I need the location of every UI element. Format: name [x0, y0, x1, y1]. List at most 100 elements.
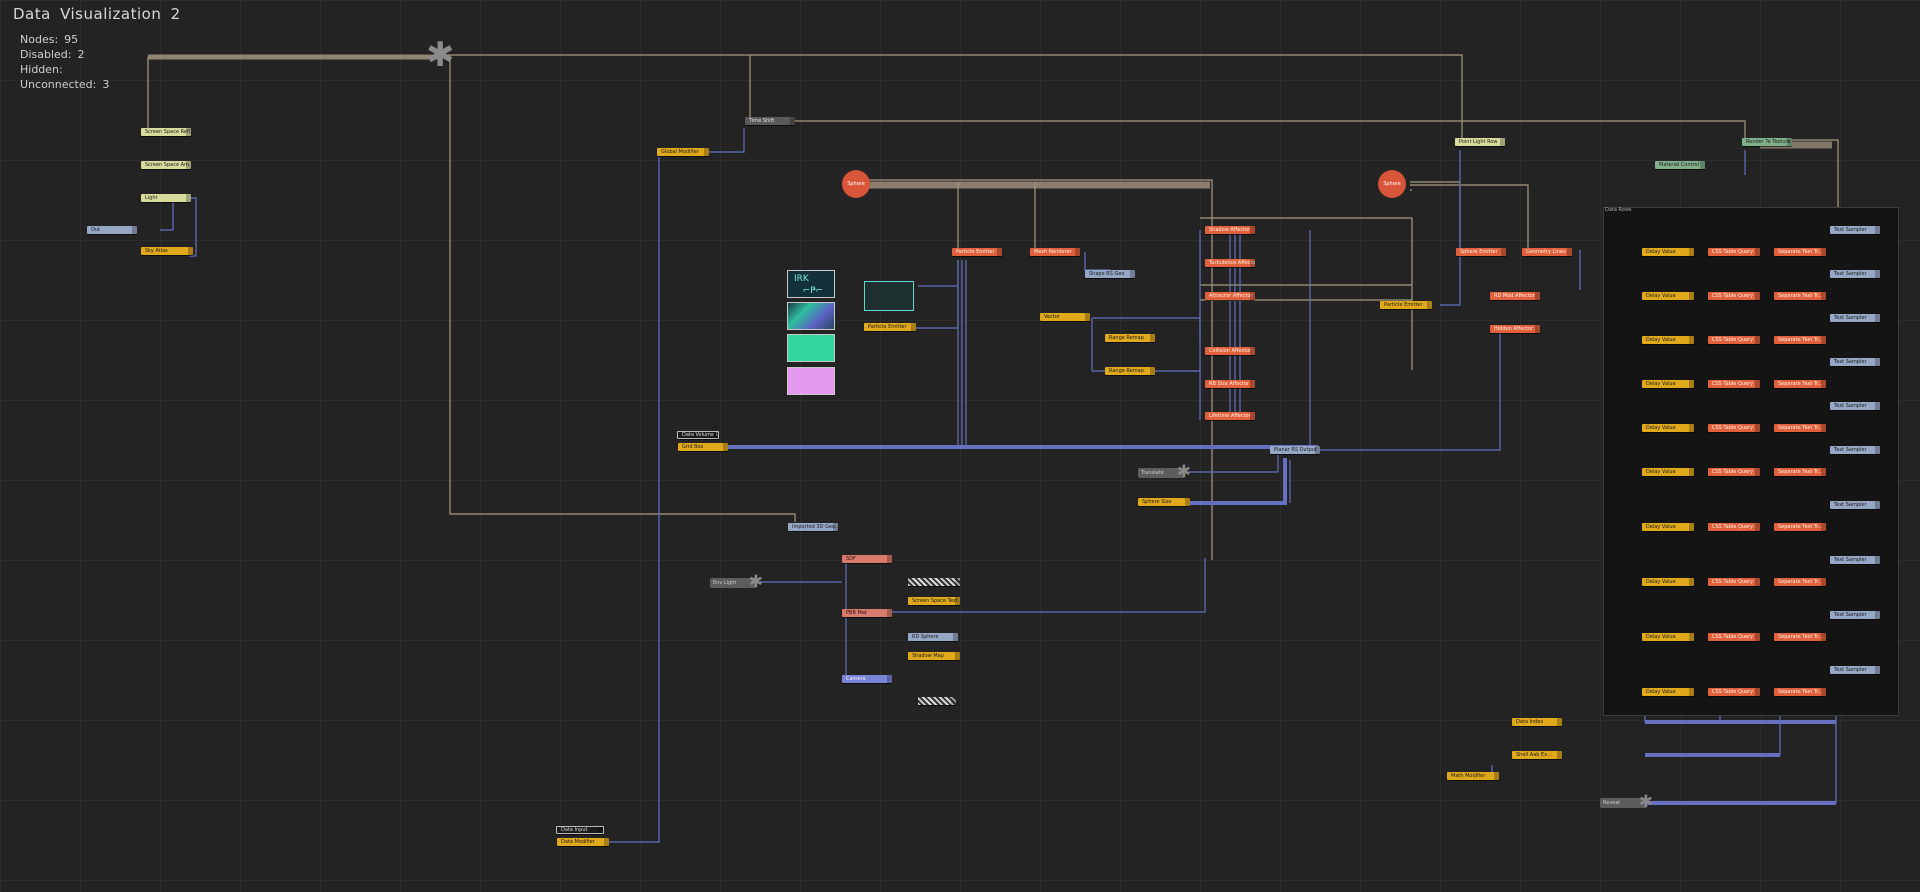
node-css-table-query[interactable]: CSS Table Query [1708, 688, 1760, 696]
node-hidden-affector[interactable]: Hidden Affector [1490, 325, 1540, 333]
node-sky-atlas[interactable]: Sky Atlas [141, 247, 193, 255]
node-particle-emitter[interactable]: Particle Emitter [952, 248, 1002, 256]
node-css-table-query[interactable]: CSS Table Query [1708, 292, 1760, 300]
node-delay-value[interactable]: Delay Value [1642, 380, 1694, 388]
node-vector[interactable]: Vector [1040, 313, 1090, 321]
root-hub-gear-icon[interactable]: ✱ [426, 35, 455, 75]
group-backdrop[interactable] [1603, 207, 1899, 716]
thumbnail-preview-gradient [787, 302, 835, 330]
node-delay-value[interactable]: Delay Value [1642, 688, 1694, 696]
node-delay-value[interactable]: Delay Value [1642, 578, 1694, 586]
node-disabled-hatch-2[interactable] [918, 697, 956, 705]
node-screen-space-refl[interactable]: Screen Space Refl... [141, 128, 191, 136]
node-delay-value[interactable]: Delay Value [1642, 523, 1694, 531]
node-separate-text[interactable]: Separate Text Tr... [1774, 578, 1826, 586]
node-lifetime-affector[interactable]: Lifetime Affector [1205, 412, 1255, 420]
node-range-remap[interactable]: Range Remap [1105, 334, 1155, 342]
node-sdf[interactable]: SDF [842, 555, 892, 563]
node-collision-affector[interactable]: Collision Affector [1205, 347, 1255, 355]
node-light[interactable]: Light [141, 194, 191, 202]
node-translate[interactable]: Translate [1138, 463, 1191, 481]
node-shell-aab[interactable]: Shell Aab Ex... [1512, 751, 1562, 759]
node-point-light-row[interactable]: Point Light Row [1455, 138, 1505, 146]
node-css-table-query[interactable]: CSS Table Query [1708, 380, 1760, 388]
node-separate-text[interactable]: Separate Text Tr... [1774, 633, 1826, 641]
thumbnail-preview-text: IRK ⌐Ҏ⌐ [787, 270, 835, 298]
node-pbr-mat[interactable]: PBR Mat [842, 609, 892, 617]
node-render-to-texture[interactable]: Render To Texture [1742, 138, 1792, 146]
node-grid-label[interactable]: Data Volume Grid [677, 431, 719, 439]
node-geometry-lines[interactable]: Geometry Lines [1522, 248, 1572, 256]
node-sphere-size[interactable]: Sphere Size [1138, 498, 1190, 506]
node-rd-sphere[interactable]: RD Sphere [908, 633, 958, 641]
node-separate-text[interactable]: Separate Text Tr... [1774, 380, 1826, 388]
node-range-remap-2[interactable]: Range Remap [1105, 367, 1155, 375]
node-sphere-1[interactable]: Sphere [842, 170, 870, 198]
stat-label: Nodes: [20, 33, 59, 46]
node-reveal[interactable]: Reveal [1600, 793, 1653, 811]
node-separate-text[interactable]: Separate Text Tr... [1774, 468, 1826, 476]
node-css-table-query[interactable]: CSS Table Query [1708, 523, 1760, 531]
node-shape-rs-geo[interactable]: Shape RS Geo [1085, 270, 1135, 278]
node-material-control[interactable]: Material Control [1655, 161, 1705, 169]
node-turbulence-affector[interactable]: Turbulence Affector [1205, 259, 1255, 267]
node-data-modifier[interactable]: Data Modifier [557, 838, 609, 846]
node-text-sampler[interactable]: Text Sampler [1830, 226, 1880, 234]
node-separate-text[interactable]: Separate Text Tr... [1774, 688, 1826, 696]
node-delay-value[interactable]: Delay Value [1642, 292, 1694, 300]
node-text-sampler[interactable]: Text Sampler [1830, 446, 1880, 454]
node-imported-3d-geo[interactable]: Imported 3D Geo... [788, 523, 838, 531]
node-time-shift[interactable]: Time Shift [745, 117, 795, 125]
node-text-sampler[interactable]: Text Sampler [1830, 270, 1880, 278]
node-screen-space-amb[interactable]: Screen Space Am... [141, 161, 191, 169]
node-delay-value[interactable]: Delay Value [1642, 424, 1694, 432]
node-grid-box[interactable]: Grid Box [678, 443, 728, 451]
node-planar-rs-output[interactable]: Planar RS Output [1270, 446, 1320, 454]
node-sphere-2[interactable]: Sphere [1378, 170, 1406, 198]
node-shadow-affector[interactable]: Shadow Affector [1205, 226, 1255, 234]
node-data-input-label[interactable]: Data Input [556, 826, 604, 834]
node-math-modifier[interactable]: Math Modifier [1447, 772, 1499, 780]
node-delay-value[interactable]: Delay Value [1642, 468, 1694, 476]
node-shadow-map[interactable]: Shadow Map [908, 652, 960, 660]
node-sphere-emitter[interactable]: Sphere Emitter [1456, 248, 1506, 256]
node-disabled-hatch-1[interactable] [908, 578, 960, 586]
node-text-sampler[interactable]: Text Sampler [1830, 314, 1880, 322]
node-text-sampler[interactable]: Text Sampler [1830, 666, 1880, 674]
node-delay-value[interactable]: Delay Value [1642, 248, 1694, 256]
stat-value: 95 [64, 33, 79, 46]
thumbnail-preview-teal [787, 334, 835, 362]
node-delay-value[interactable]: Delay Value [1642, 633, 1694, 641]
node-particle-emitter-2[interactable]: Particle Emitter [864, 323, 916, 331]
node-separate-text[interactable]: Separate Text Tr... [1774, 336, 1826, 344]
stat-disabled: Disabled:2 [20, 47, 109, 62]
node-data-index[interactable]: Data Index [1512, 718, 1562, 726]
node-camera[interactable]: Camera [842, 675, 892, 683]
node-css-table-query[interactable]: CSS Table Query [1708, 248, 1760, 256]
node-css-table-query[interactable]: CSS Table Query [1708, 578, 1760, 586]
node-delay-value[interactable]: Delay Value [1642, 336, 1694, 344]
node-separate-text[interactable]: Separate Text Tr... [1774, 424, 1826, 432]
node-separate-text[interactable]: Separate Text Tr... [1774, 248, 1826, 256]
node-env-light[interactable]: Env Light [710, 573, 763, 591]
node-text-sampler[interactable]: Text Sampler [1830, 402, 1880, 410]
node-text-sampler[interactable]: Text Sampler [1830, 611, 1880, 619]
node-data-volume-grid[interactable]: Particle Emitter [1380, 301, 1432, 309]
node-separate-text[interactable]: Separate Text Tr... [1774, 523, 1826, 531]
node-rb-size-affector[interactable]: RB Size Affector [1205, 380, 1255, 388]
node-out[interactable]: Out [87, 226, 137, 234]
node-rd-mod-affector[interactable]: RD Mod Affector [1490, 292, 1540, 300]
node-css-table-query[interactable]: CSS Table Query [1708, 468, 1760, 476]
node-separate-text[interactable]: Separate Text Tr... [1774, 292, 1826, 300]
node-text-sampler[interactable]: Text Sampler [1830, 358, 1880, 366]
node-screen-space-text[interactable]: Screen Space Text... [908, 597, 960, 605]
node-css-table-query[interactable]: CSS Table Query [1708, 424, 1760, 432]
node-attractor-affector[interactable]: Attractor Affector [1205, 292, 1255, 300]
node-global-modifier[interactable]: Global Modifier [657, 148, 709, 156]
node-text-sampler[interactable]: Text Sampler [1830, 501, 1880, 509]
node-css-table-query[interactable]: CSS Table Query [1708, 336, 1760, 344]
node-mesh-renderer[interactable]: Mesh Renderer [1030, 248, 1080, 256]
node-css-table-query[interactable]: CSS Table Query [1708, 633, 1760, 641]
node-text-sampler[interactable]: Text Sampler [1830, 556, 1880, 564]
